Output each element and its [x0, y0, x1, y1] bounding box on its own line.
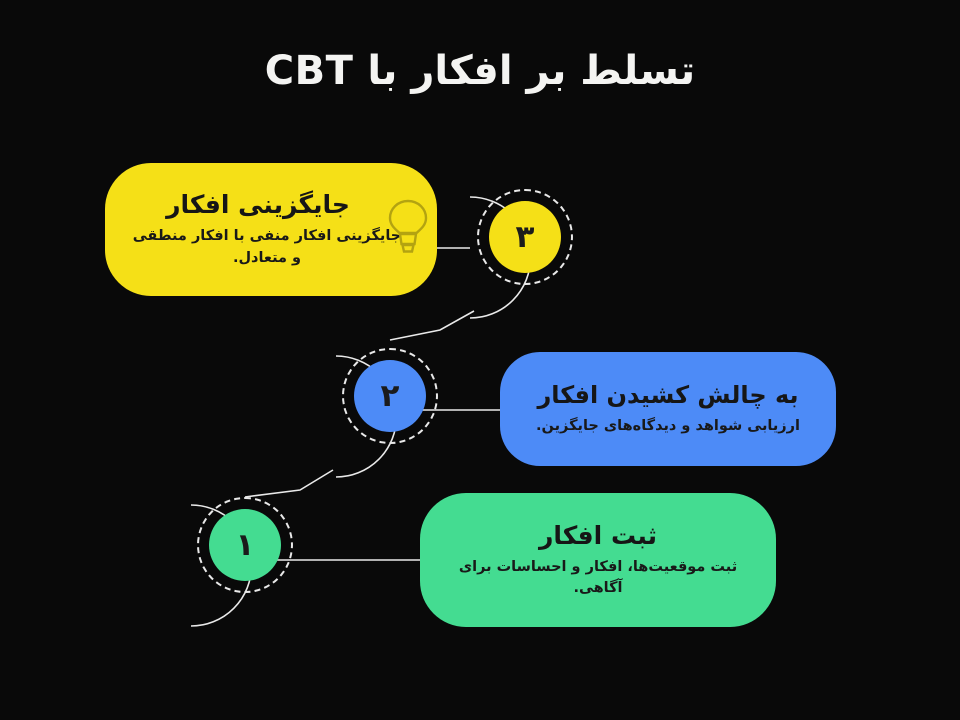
step-badge-2[interactable]: ۲ [331, 337, 449, 455]
step-card-2-subtitle: ارزیابی شواهد و دیدگاه‌های جایگزین. [536, 417, 800, 434]
step-card-1[interactable]: ثبت افکار ثبت موقعیت‌ها، افکار و احساسات… [420, 493, 776, 627]
step-card-3-title: جایگزینی افکار [166, 190, 350, 220]
page-title: تسلط بر افکار با CBT [264, 48, 696, 94]
step-1-dashed-ring [197, 497, 293, 593]
step-2-dashed-ring [342, 348, 438, 444]
step-1-number: ۱ [209, 509, 281, 581]
step-badge-1[interactable]: ۱ [186, 486, 304, 604]
step-card-3-subtitle: جایگزینی افکار منفی با افکار منطقی و متع… [132, 228, 402, 266]
step-card-1-subtitle: ثبت موقعیت‌ها، افکار و احساسات برای آگاه… [458, 558, 738, 596]
step-card-1-title: ثبت افکار [538, 520, 658, 550]
step-card-2-title: به چالش کشیدن افکار [537, 381, 799, 410]
step-3-number: ۳ [489, 201, 561, 273]
step-card-2[interactable]: به چالش کشیدن افکار ارزیابی شواهد و دیدگ… [500, 352, 836, 466]
step-card-3[interactable]: جایگزینی افکار جایگزینی افکار منفی با اف… [105, 163, 437, 296]
connector-step3-to-step2 [389, 310, 475, 341]
step-3-dashed-ring [477, 189, 573, 285]
step-badge-3[interactable]: ۳ [466, 178, 584, 296]
step-2-number: ۲ [354, 360, 426, 432]
lightbulb-icon [388, 199, 428, 253]
